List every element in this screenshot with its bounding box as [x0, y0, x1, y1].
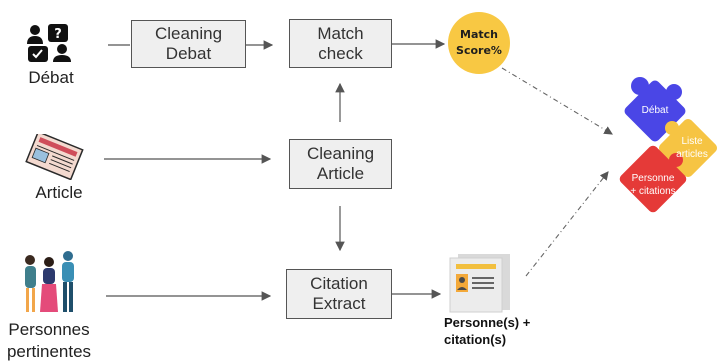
puzzle-piece-personne [619, 145, 687, 213]
label-debat: Débat [28, 68, 74, 87]
label-personnes: Personnes pertinentes [6, 320, 92, 361]
dashed-arrow-score-puzzle [501, 67, 613, 135]
label-article: Article [35, 183, 83, 202]
debate-people-icon: ? [27, 24, 71, 62]
personnes-citations-label: Personne(s) + citation(s) [444, 315, 531, 347]
quote-document-icon [449, 254, 510, 313]
puzzle-label-liste-articles: Liste articles [676, 136, 708, 160]
match-score-circle [448, 12, 510, 74]
svg-text:?: ? [54, 27, 62, 42]
cleaning-article-box: Cleaning Article [289, 139, 392, 189]
citation-extract-box: Citation Extract [286, 269, 392, 319]
puzzle-pieces [619, 77, 718, 213]
newspaper-icon [25, 134, 84, 180]
people-group-icon [25, 251, 74, 312]
cleaning-debat-box: Cleaning Debat [131, 20, 246, 68]
puzzle-label-personne: Personne + citations [630, 173, 676, 197]
dashed-arrow-citations-puzzle [525, 171, 609, 277]
match-check-box: Match check [289, 19, 392, 68]
puzzle-label-debat: Débat [641, 105, 669, 116]
match-score-label: Match Score% [456, 28, 502, 57]
